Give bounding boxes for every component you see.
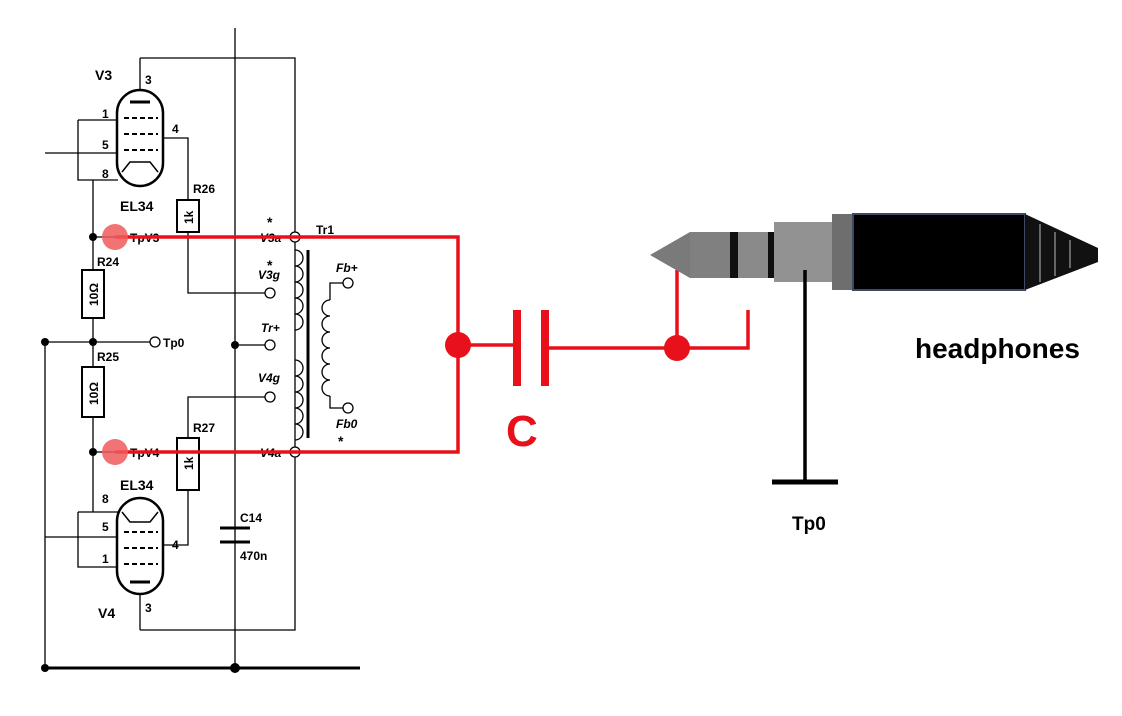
svg-text:*: * [267,214,273,230]
svg-text:1: 1 [102,552,109,566]
svg-text:Fb0: Fb0 [336,417,358,431]
label-v4: V4 [98,605,115,621]
resistor-r25: 10Ω [81,366,105,418]
red-overlay: C [102,224,750,465]
label-c: C [506,407,538,456]
svg-text:R24: R24 [97,255,119,269]
resistor-r26: 1k [176,199,200,233]
svg-text:10Ω: 10Ω [87,382,101,405]
schematic-wiring [41,28,360,673]
svg-text:Tr+: Tr+ [261,321,280,335]
svg-text:3: 3 [145,601,152,615]
cap-plate-left [513,310,521,386]
label-el34-top: EL34 [120,198,154,214]
label-v3: V3 [95,67,112,83]
ground-lead: Tp0 [772,270,838,535]
tube-v3 [115,88,165,188]
svg-text:1: 1 [102,107,109,121]
label-headphones: headphones [915,333,1080,364]
svg-text:10Ω: 10Ω [87,283,101,306]
svg-text:R25: R25 [97,350,119,364]
svg-text:8: 8 [102,492,109,506]
svg-text:R27: R27 [193,421,215,435]
svg-text:V4g: V4g [258,371,281,385]
headphone-plug-icon: headphones [650,213,1098,364]
svg-text:8: 8 [102,167,109,181]
junction-dot-right [664,335,690,361]
label-tp0-ground: Tp0 [792,514,826,535]
label-el34-bottom: EL34 [120,477,154,493]
svg-text:*: * [267,257,273,273]
svg-text:V3g: V3g [258,268,281,282]
svg-text:Tp0: Tp0 [163,336,185,350]
svg-text:1k: 1k [182,210,196,224]
svg-text:470n: 470n [240,549,267,563]
svg-text:R26: R26 [193,182,215,196]
svg-text:C14: C14 [240,511,262,525]
svg-text:1k: 1k [182,456,196,470]
tube-v4 [115,496,165,596]
terminal-markers [149,231,354,458]
resistor-r27: 1k [176,437,200,491]
svg-text:Tr1: Tr1 [316,223,334,237]
svg-text:4: 4 [172,538,179,552]
svg-text:5: 5 [102,520,109,534]
svg-text:3: 3 [145,73,152,87]
schematic-labels: V3 3 1 4 5 8 EL34 R26 R24 R25 R27 EL34 8… [95,67,358,621]
cap-plate-right [541,310,549,386]
test-point-tpv4 [102,439,128,465]
svg-text:*: * [338,433,344,449]
svg-text:Fb+: Fb+ [336,261,358,275]
resistor-r24: 10Ω [81,269,105,319]
test-point-tpv3 [102,224,128,250]
svg-text:5: 5 [102,138,109,152]
junction-dot-left [445,332,471,358]
svg-text:4: 4 [172,122,179,136]
